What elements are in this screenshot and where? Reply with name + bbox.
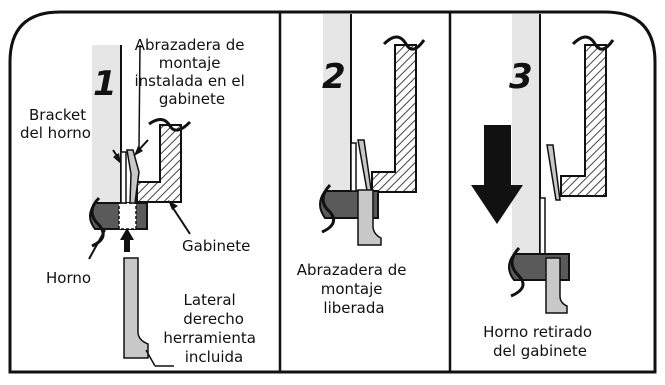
cabinet	[560, 44, 607, 197]
mounting-clamp	[126, 149, 140, 204]
oven-bracket	[539, 197, 546, 255]
oven-wall	[323, 14, 351, 200]
cabinet	[136, 124, 182, 203]
mounting-clamp	[357, 139, 373, 197]
diagram-frame	[8, 10, 657, 374]
panel-3: 3 Horno retirado del gabinete	[471, 14, 615, 360]
label-cabinet: Gabinete	[182, 237, 250, 255]
label-clamp-installed: Abrazadera de montaje instalada en el ga…	[134, 36, 249, 108]
oven-bracket	[120, 151, 127, 204]
panel-2: 2 Abrazadera de montaje liberada	[297, 14, 426, 317]
down-arrow-icon	[471, 125, 523, 224]
label-oven-bracket: Bracket del horno	[20, 106, 91, 142]
panel-1: 1 Abrazadera de montaje instalada en el …	[20, 36, 260, 367]
oven-wall	[512, 14, 540, 254]
oven-wall	[92, 45, 121, 205]
mounting-clamp	[546, 144, 561, 201]
oven-bracket	[350, 142, 357, 192]
push-arrow	[120, 228, 134, 252]
label-oven: Horno	[46, 269, 91, 287]
step-number-2: 2	[322, 57, 346, 97]
label-tool: Lateral derecho herramienta incluida	[163, 291, 260, 366]
label-clamp-released: Abrazadera de montaje liberada	[297, 261, 412, 317]
tool	[357, 189, 382, 246]
cabinet	[371, 44, 417, 193]
step-number-1: 1	[93, 64, 117, 104]
label-oven-removed: Horno retirado del gabinete	[483, 323, 597, 360]
step-number-3: 3	[509, 57, 533, 97]
tool	[545, 257, 568, 314]
tool	[123, 257, 149, 359]
